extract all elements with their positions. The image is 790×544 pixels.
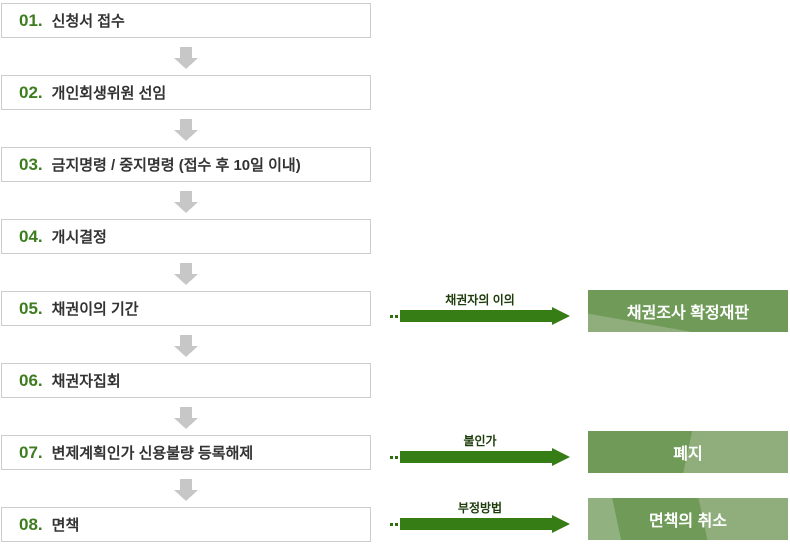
down-arrow-stem bbox=[180, 407, 192, 418]
branch-target-label: 폐지 bbox=[673, 446, 703, 463]
down-arrow-icon bbox=[174, 47, 198, 69]
step-label: 신청서 접수 bbox=[51, 13, 125, 30]
branch-arrow: 불인가 bbox=[390, 431, 570, 473]
down-arrow-stem bbox=[180, 191, 192, 202]
step-label: 면책 bbox=[51, 517, 80, 534]
dotted-tail-icon bbox=[390, 455, 393, 459]
branch-row-fraud: 부정방법 면책의 취소 bbox=[390, 498, 788, 540]
branch-arrow-label: 채권자의 이의 bbox=[445, 293, 515, 307]
down-arrow-stem bbox=[180, 263, 192, 274]
dotted-tail-icon bbox=[395, 522, 398, 526]
branch-arrow-label: 불인가 bbox=[463, 434, 497, 448]
step-number: 01. bbox=[19, 10, 43, 30]
down-arrow-head bbox=[174, 418, 198, 429]
dotted-tail-icon bbox=[395, 314, 398, 318]
step-number: 06. bbox=[19, 370, 43, 390]
step-label: 변제계획인가 신용불량 등록해제 bbox=[51, 445, 254, 462]
step-box-6: 06. 채권자집회 bbox=[1, 363, 371, 398]
down-arrow-head bbox=[174, 58, 198, 69]
step-label: 채권이의 기간 bbox=[51, 301, 139, 318]
right-arrow-icon bbox=[390, 448, 570, 466]
branch-target-box: 폐지 bbox=[588, 431, 788, 473]
branch-target-label: 면책의 취소 bbox=[648, 513, 728, 530]
branch-arrow: 채권자의 이의 bbox=[390, 290, 570, 332]
down-arrow-icon bbox=[174, 407, 198, 429]
down-arrow-stem bbox=[180, 335, 192, 346]
step-box-4: 04. 개시결정 bbox=[1, 219, 371, 254]
down-arrow-icon bbox=[174, 191, 198, 213]
branch-target-box: 면책의 취소 bbox=[588, 498, 788, 540]
branch-arrow-label: 부정방법 bbox=[457, 501, 503, 515]
dotted-tail-icon bbox=[395, 455, 398, 459]
step-number: 05. bbox=[19, 298, 43, 318]
step-number: 02. bbox=[19, 82, 43, 102]
branch-target-label: 채권조사 확정재판 bbox=[626, 305, 750, 322]
step-box-7: 07. 변제계획인가 신용불량 등록해제 bbox=[1, 435, 371, 470]
step-box-5: 05. 채권이의 기간 bbox=[1, 291, 371, 326]
branch-target-box: 채권조사 확정재판 bbox=[588, 290, 788, 332]
right-arrow-head bbox=[552, 307, 570, 325]
right-arrow-head bbox=[552, 515, 570, 533]
right-arrow-icon bbox=[390, 307, 570, 325]
down-arrow-stem bbox=[180, 47, 192, 58]
branch-row-creditor-objection: 채권자의 이의 채권조사 확정재판 bbox=[390, 290, 788, 332]
down-arrow-icon bbox=[174, 263, 198, 285]
step-number: 04. bbox=[19, 226, 43, 246]
step-box-2: 02. 개인회생위원 선임 bbox=[1, 75, 371, 110]
down-arrow-stem bbox=[180, 479, 192, 490]
right-arrow-body bbox=[400, 310, 552, 322]
down-arrow-head bbox=[174, 346, 198, 357]
down-arrow-icon bbox=[174, 479, 198, 501]
dotted-tail-icon bbox=[390, 314, 393, 318]
step-box-3: 03. 금지명령 / 중지명령 (접수 후 10일 이내) bbox=[1, 147, 371, 182]
down-arrow-head bbox=[174, 202, 198, 213]
step-label: 금지명령 / 중지명령 (접수 후 10일 이내) bbox=[51, 157, 301, 174]
step-number: 08. bbox=[19, 514, 43, 534]
step-number: 03. bbox=[19, 154, 43, 174]
down-arrow-icon bbox=[174, 335, 198, 357]
right-arrow-icon bbox=[390, 515, 570, 533]
branch-row-disapproval: 불인가 폐지 bbox=[390, 431, 788, 473]
branch-arrow: 부정방법 bbox=[390, 498, 570, 540]
down-arrow-head bbox=[174, 274, 198, 285]
step-box-1: 01. 신청서 접수 bbox=[1, 3, 371, 38]
step-label: 채권자집회 bbox=[51, 373, 121, 390]
down-arrow-stem bbox=[180, 119, 192, 130]
step-box-8: 08. 면책 bbox=[1, 507, 371, 542]
down-arrow-head bbox=[174, 130, 198, 141]
step-number: 07. bbox=[19, 442, 43, 462]
down-arrow-head bbox=[174, 490, 198, 501]
step-label: 개인회생위원 선임 bbox=[51, 85, 167, 102]
right-arrow-head bbox=[552, 448, 570, 466]
right-arrow-body bbox=[400, 518, 552, 530]
process-flow-column: 01. 신청서 접수 02. 개인회생위원 선임 03. 금지명령 / 중지명령… bbox=[1, 3, 371, 542]
down-arrow-icon bbox=[174, 119, 198, 141]
dotted-tail-icon bbox=[390, 522, 393, 526]
step-label: 개시결정 bbox=[51, 229, 107, 246]
right-arrow-body bbox=[400, 451, 552, 463]
